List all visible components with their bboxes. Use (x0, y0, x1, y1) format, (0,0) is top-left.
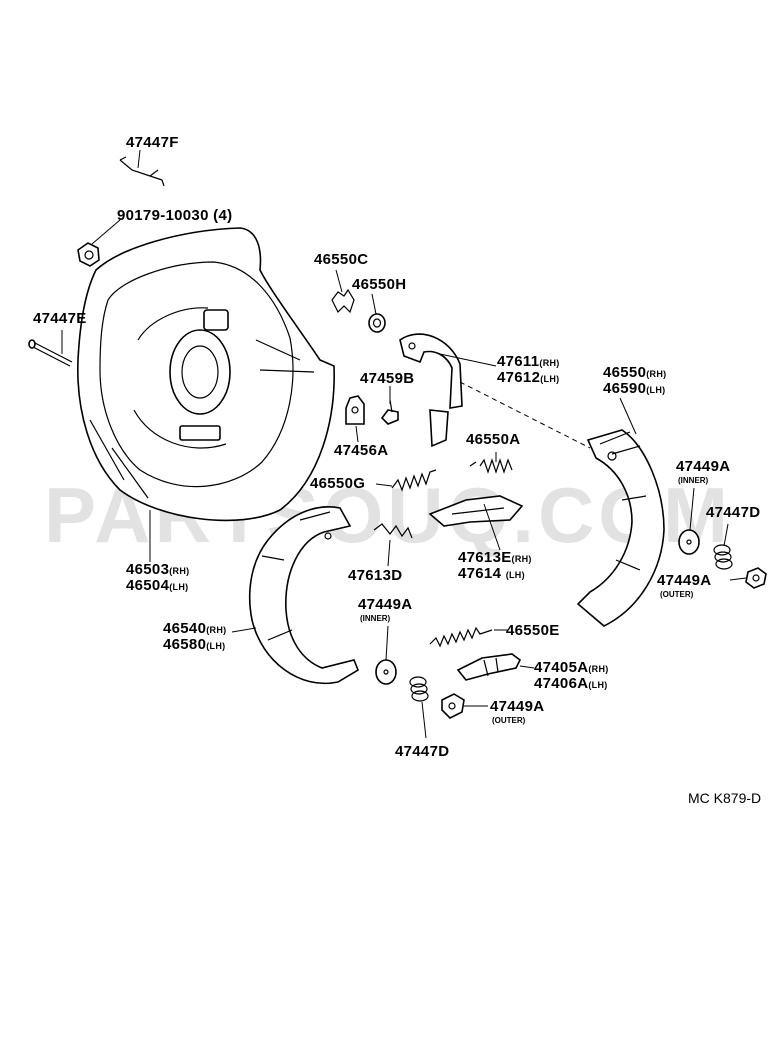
part-46550H-washer[interactable] (368, 313, 386, 333)
label-46503[interactable]: 46503(RH) (126, 561, 190, 578)
note-outer-right: (OUTER) (660, 590, 694, 599)
label-90179-10030[interactable]: 90179-10030 (4) (117, 207, 233, 224)
label-47613D[interactable]: 47613D (348, 567, 403, 584)
label-47456A[interactable]: 47456A (334, 442, 389, 459)
label-47459B[interactable]: 47459B (360, 370, 415, 387)
part-90179-nut[interactable] (77, 242, 100, 267)
label-47449A-inner-right[interactable]: 47449A (676, 458, 731, 475)
label-47449A-outer-center[interactable]: 47449A (490, 698, 545, 715)
part-47405A-adjuster[interactable] (456, 653, 522, 681)
label-46590[interactable]: 46590(LH) (603, 380, 666, 397)
note-inner-right: (INNER) (678, 476, 709, 485)
part-47449A-inner-right[interactable] (678, 529, 700, 555)
label-46550A[interactable]: 46550A (466, 431, 521, 448)
note-outer-center: (OUTER) (492, 716, 526, 725)
part-47447D-spring-center[interactable] (409, 676, 429, 702)
label-46540[interactable]: 46540(RH) (163, 620, 227, 637)
part-46550E-spring[interactable] (429, 626, 493, 648)
label-46550C[interactable]: 46550C (314, 251, 369, 268)
label-47406A[interactable]: 47406A(LH) (534, 675, 608, 692)
part-46503-backing-plate[interactable] (77, 227, 335, 522)
part-47447E-bolt[interactable] (28, 339, 73, 367)
part-46550-shoe-right[interactable] (576, 429, 665, 627)
label-47449A-outer-right[interactable]: 47449A (657, 572, 712, 589)
label-46550[interactable]: 46550(RH) (603, 364, 667, 381)
part-47456A-plate[interactable] (345, 395, 365, 425)
part-47449A-outer-center[interactable] (441, 693, 465, 719)
label-47614[interactable]: 47614 (LH) (458, 565, 525, 582)
label-47447E[interactable]: 47447E (33, 310, 87, 327)
label-47612[interactable]: 47612(LH) (497, 369, 560, 386)
part-47613D-spring[interactable] (373, 523, 413, 539)
part-46550C-clip[interactable] (331, 288, 355, 314)
part-46550A-spring[interactable] (469, 458, 513, 474)
part-46550G-spring[interactable] (391, 469, 437, 492)
part-47447D-spring-right[interactable] (713, 544, 733, 570)
label-46550G[interactable]: 46550G (310, 475, 366, 492)
diagram-code: MC K879-D (688, 790, 762, 806)
part-47447F-clip[interactable] (119, 156, 165, 187)
label-46504[interactable]: 46504(LH) (126, 577, 189, 594)
part-47459B-pin[interactable] (380, 399, 399, 425)
part-46540-shoe-left[interactable] (248, 506, 359, 685)
label-47611[interactable]: 47611(RH) (497, 353, 560, 370)
part-47449A-inner-center[interactable] (375, 659, 397, 685)
label-46550E[interactable]: 46550E (506, 622, 560, 639)
label-47405A[interactable]: 47405A(RH) (534, 659, 609, 676)
label-47447D-center[interactable]: 47447D (395, 743, 450, 760)
label-46580[interactable]: 46580(LH) (163, 636, 226, 653)
part-47449A-outer-right[interactable] (745, 567, 767, 589)
label-47447F[interactable]: 47447F (126, 134, 179, 151)
label-47613E[interactable]: 47613E(RH) (458, 549, 532, 566)
part-47611-lever[interactable] (399, 333, 463, 448)
note-inner-center: (INNER) (360, 614, 391, 623)
part-47613E-adjuster[interactable] (428, 495, 524, 527)
label-47447D-right[interactable]: 47447D (706, 504, 761, 521)
label-46550H[interactable]: 46550H (352, 276, 407, 293)
label-47449A-inner-center[interactable]: 47449A (358, 596, 413, 613)
